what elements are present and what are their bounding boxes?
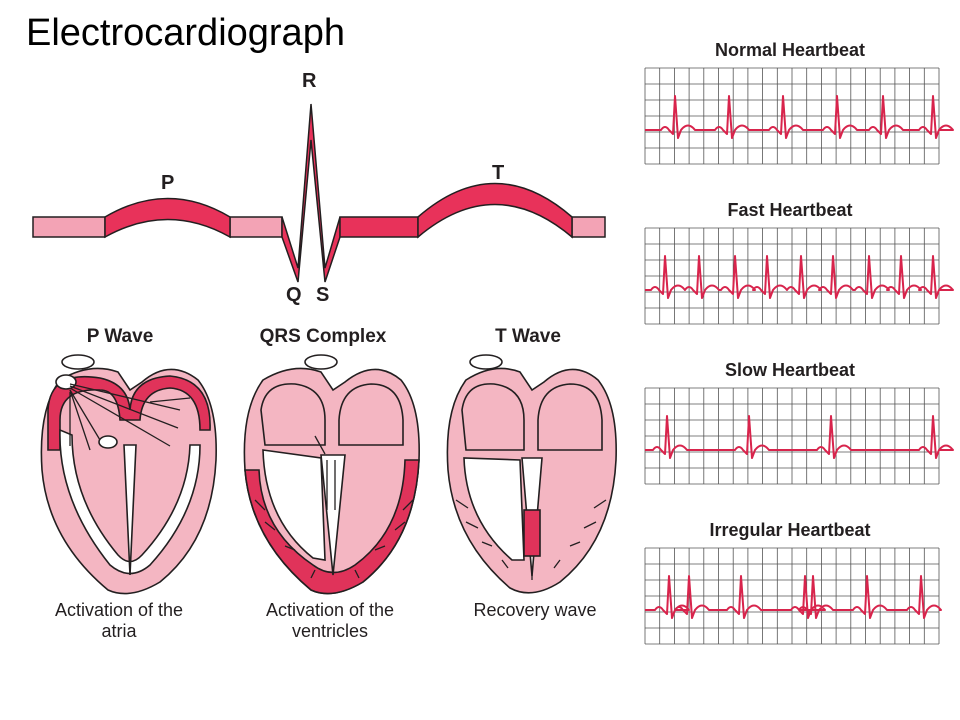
caption-t-wave: Recovery wave bbox=[440, 600, 630, 621]
caption-line: Activation of the bbox=[54, 600, 184, 620]
r-label: R bbox=[302, 70, 317, 92]
vessel-opening bbox=[61, 354, 95, 370]
sa-node bbox=[55, 374, 77, 390]
conduction-arrows bbox=[254, 435, 414, 579]
septum bbox=[123, 444, 137, 576]
heart-t-wave bbox=[446, 354, 617, 594]
strip-title-slow: Slow Heartbeat bbox=[724, 360, 856, 380]
q-label: Q bbox=[286, 284, 302, 306]
strip-title-irregular: Irregular Heartbeat bbox=[709, 520, 871, 540]
baseline-segment bbox=[229, 216, 283, 238]
baseline-segment bbox=[32, 216, 106, 238]
inner-chamber bbox=[463, 457, 525, 561]
left-atrium bbox=[461, 383, 525, 451]
strip-grid bbox=[644, 227, 940, 325]
strip-grid bbox=[644, 387, 940, 485]
strip-title-normal: Normal Heartbeat bbox=[714, 40, 866, 60]
rhythm-strip-irregular bbox=[644, 547, 942, 645]
heartbeat-trace bbox=[645, 95, 954, 139]
p-wave-band bbox=[104, 197, 231, 239]
panel-title-t-wave: T Wave bbox=[495, 326, 561, 347]
t-wave-band bbox=[417, 182, 573, 239]
vessel-opening bbox=[469, 354, 503, 370]
av-node bbox=[98, 435, 118, 449]
strip-grid bbox=[644, 67, 940, 165]
right-atrium bbox=[537, 383, 603, 451]
qrs-complex bbox=[281, 103, 341, 283]
baseline-segment bbox=[571, 216, 606, 238]
strip-grid bbox=[644, 547, 940, 645]
heartbeat-trace bbox=[645, 255, 954, 299]
inner-chamber bbox=[262, 449, 326, 561]
caption-line: Recovery wave bbox=[473, 600, 597, 620]
ventricle-activation-band bbox=[244, 459, 420, 595]
heart-qrs-complex bbox=[243, 354, 420, 595]
t-label: T bbox=[492, 162, 505, 184]
s-label: S bbox=[316, 284, 330, 306]
recovery-arrows bbox=[455, 499, 607, 580]
caption-line: ventricles bbox=[291, 621, 369, 641]
left-atrium bbox=[260, 383, 326, 446]
rhythm-strip-normal bbox=[644, 67, 954, 165]
st-segment bbox=[339, 216, 419, 238]
conduction-arrows bbox=[69, 383, 191, 451]
panel-title-p-wave: P Wave bbox=[86, 326, 154, 347]
heart-p-wave bbox=[40, 354, 217, 595]
ecg-waveform-diagram bbox=[32, 103, 606, 283]
caption-qrs-complex: Activation of the ventricles bbox=[235, 600, 425, 642]
panel-title-qrs-complex: QRS Complex bbox=[259, 326, 387, 347]
septum-recovery-band bbox=[523, 509, 541, 557]
atria-activation-band bbox=[47, 375, 211, 451]
caption-p-wave: Activation of the atria bbox=[24, 600, 214, 642]
heartbeat-trace bbox=[645, 415, 954, 459]
heartbeat-trace bbox=[645, 575, 942, 619]
inner-chamber bbox=[59, 428, 201, 575]
right-atrium bbox=[338, 383, 404, 446]
p-label: P bbox=[161, 172, 175, 194]
rhythm-strip-fast bbox=[644, 227, 954, 325]
caption-line: atria bbox=[101, 621, 137, 641]
rhythm-strip-slow bbox=[644, 387, 954, 485]
page-title: Electrocardiograph bbox=[26, 12, 345, 54]
strip-title-fast: Fast Heartbeat bbox=[727, 200, 853, 220]
caption-line: Activation of the bbox=[265, 600, 395, 620]
vessel-opening bbox=[304, 354, 338, 370]
